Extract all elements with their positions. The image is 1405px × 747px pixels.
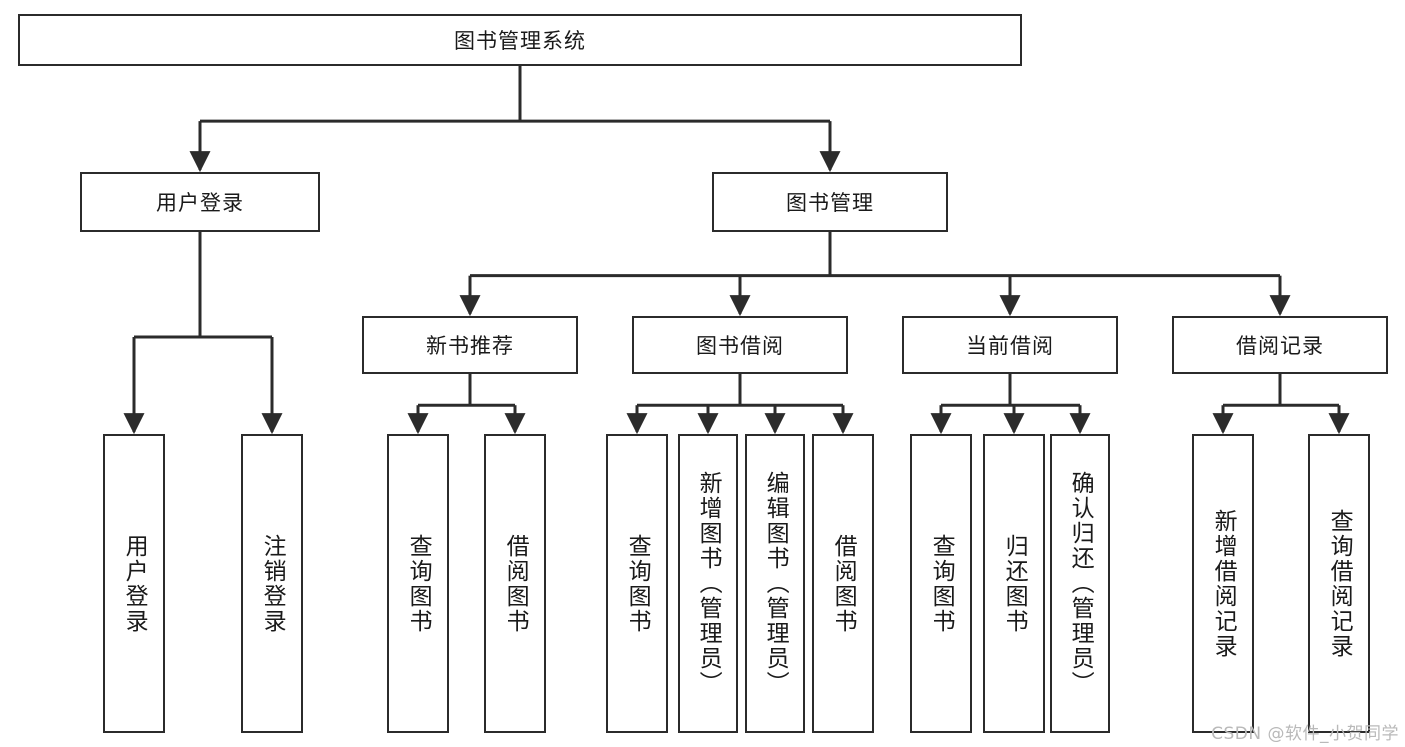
node-leaf-query-book-3[interactable]: 查询图书 <box>910 434 972 733</box>
node-leaf-add-record-label: 新增借阅记录 <box>1210 508 1237 659</box>
node-borrow-record-label: 借阅记录 <box>1236 334 1324 358</box>
node-book-borrow[interactable]: 图书借阅 <box>632 316 848 374</box>
edge-group <box>123 66 1350 435</box>
node-leaf-borrow-book-1-label: 借阅图书 <box>502 533 529 634</box>
node-leaf-return-book-label: 归还图书 <box>1001 533 1028 634</box>
node-book-manage-label: 图书管理 <box>786 191 874 215</box>
node-book-manage[interactable]: 图书管理 <box>712 172 948 232</box>
node-leaf-borrow-book-2-label: 借阅图书 <box>830 533 857 634</box>
watermark-text: CSDN @软件_小贺同学 <box>1211 724 1399 744</box>
node-current-borrow[interactable]: 当前借阅 <box>902 316 1118 374</box>
node-leaf-logout-label: 注销登录 <box>259 533 286 634</box>
node-root[interactable]: 图书管理系统 <box>18 14 1022 66</box>
node-leaf-confirm-return-label: 确认归还（管理员） <box>1067 471 1094 696</box>
node-leaf-borrow-book-2[interactable]: 借阅图书 <box>812 434 874 733</box>
node-leaf-edit-book-label: 编辑图书（管理员） <box>762 471 789 696</box>
node-leaf-query-record-label: 查询借阅记录 <box>1326 508 1353 659</box>
node-leaf-query-book-1[interactable]: 查询图书 <box>387 434 449 733</box>
node-leaf-logout[interactable]: 注销登录 <box>241 434 303 733</box>
node-leaf-add-book-label: 新增图书（管理员） <box>695 471 722 696</box>
node-root-label: 图书管理系统 <box>454 29 586 53</box>
node-new-book-rec[interactable]: 新书推荐 <box>362 316 578 374</box>
node-leaf-query-book-2[interactable]: 查询图书 <box>606 434 668 733</box>
node-leaf-borrow-book-1[interactable]: 借阅图书 <box>484 434 546 733</box>
node-leaf-edit-book[interactable]: 编辑图书（管理员） <box>745 434 805 733</box>
node-leaf-return-book[interactable]: 归还图书 <box>983 434 1045 733</box>
node-leaf-query-record[interactable]: 查询借阅记录 <box>1308 434 1370 733</box>
node-leaf-user-login[interactable]: 用户登录 <box>103 434 165 733</box>
node-leaf-query-book-1-label: 查询图书 <box>405 533 432 634</box>
node-leaf-add-book[interactable]: 新增图书（管理员） <box>678 434 738 733</box>
node-borrow-record[interactable]: 借阅记录 <box>1172 316 1388 374</box>
node-user-login[interactable]: 用户登录 <box>80 172 320 232</box>
node-new-book-rec-label: 新书推荐 <box>426 334 514 358</box>
node-leaf-query-book-3-label: 查询图书 <box>928 533 955 634</box>
node-leaf-add-record[interactable]: 新增借阅记录 <box>1192 434 1254 733</box>
node-leaf-confirm-return[interactable]: 确认归还（管理员） <box>1050 434 1110 733</box>
node-leaf-query-book-2-label: 查询图书 <box>624 533 651 634</box>
node-leaf-user-login-label: 用户登录 <box>121 533 148 634</box>
node-current-borrow-label: 当前借阅 <box>966 334 1054 358</box>
node-user-login-label: 用户登录 <box>156 191 244 215</box>
node-book-borrow-label: 图书借阅 <box>696 334 784 358</box>
